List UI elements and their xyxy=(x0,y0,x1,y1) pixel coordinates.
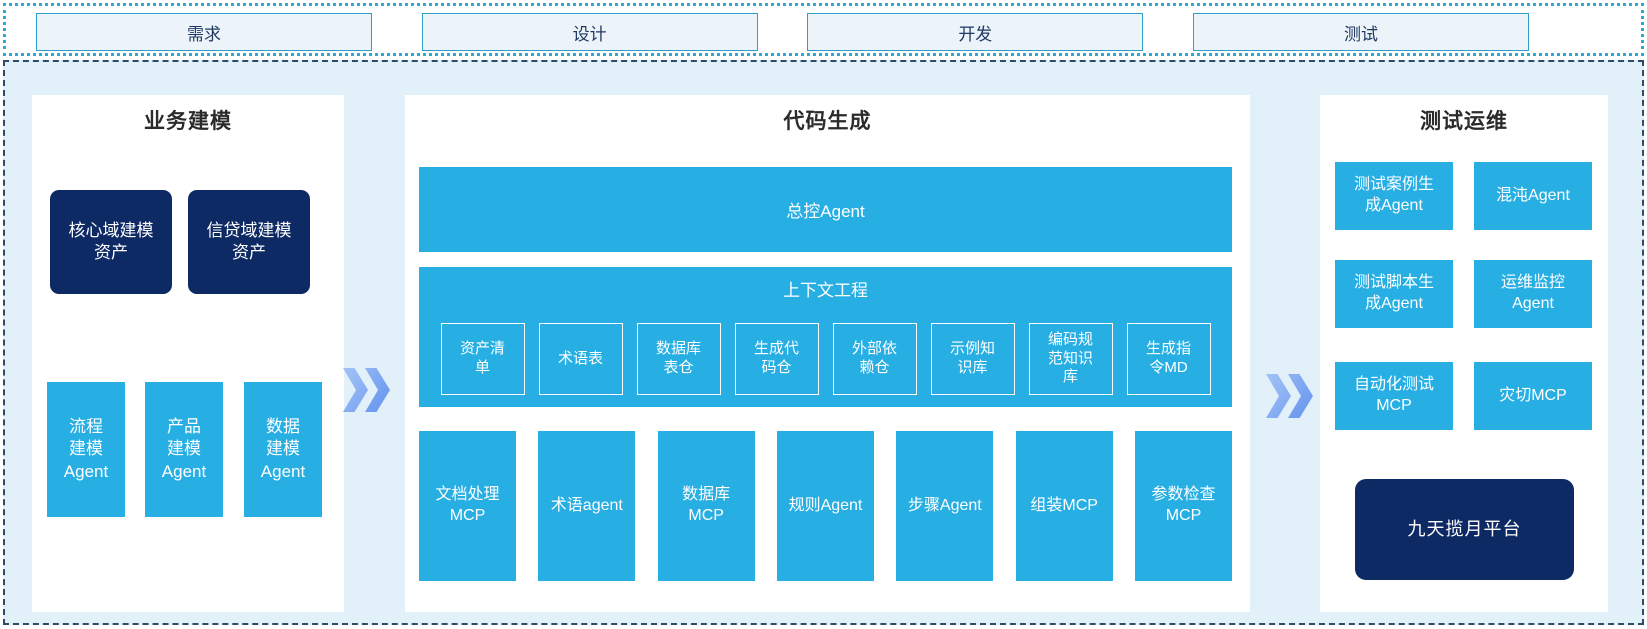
box-chaos-agent: 混沌Agent xyxy=(1474,162,1592,230)
box-credit-domain-modeling-assets: 信贷域建模资产 xyxy=(188,190,310,294)
box-product-modeling-agent: 产品建模Agent xyxy=(145,382,223,517)
chevron-icon xyxy=(1288,374,1313,418)
panel-business-modeling: 业务建模 核心域建模资产 信贷域建模资产 流程建模Agent 产品建模Agent… xyxy=(32,95,344,612)
box-param-check-mcp: 参数检查MCP xyxy=(1134,431,1232,581)
phase-box-testing: 测试 xyxy=(1192,13,1529,51)
box-disaster-switch-mcp: 灾切MCP xyxy=(1474,362,1592,430)
ctx-item-asset-list: 资产清单 xyxy=(440,323,525,395)
box-assembly-mcp: 组装MCP xyxy=(1015,431,1113,581)
business-modeling-title: 业务建模 xyxy=(144,110,232,133)
box-step-agent: 步骤Agent xyxy=(896,431,994,581)
box-database-mcp: 数据库MCP xyxy=(657,431,755,581)
ctx-item-external-deps-repo: 外部依赖仓 xyxy=(832,323,917,395)
box-glossary-agent: 术语agent xyxy=(538,431,636,581)
box-jiutian-lanyue-platform: 九天揽月平台 xyxy=(1355,479,1574,580)
flow-arrow-icon xyxy=(343,368,390,412)
box-core-domain-modeling-assets: 核心域建模资产 xyxy=(50,190,172,294)
context-engineering-row: 资产清单 术语表 数据库表仓 生成代码仓 外部依赖仓 示例知识库 编码规范知识库… xyxy=(419,323,1232,395)
ctx-item-example-knowledge: 示例知识库 xyxy=(930,323,1015,395)
box-test-case-gen-agent: 测试案例生成Agent xyxy=(1335,162,1453,230)
ctx-item-glossary: 术语表 xyxy=(538,323,623,395)
box-test-script-gen-agent: 测试脚本生成Agent xyxy=(1335,260,1453,328)
phase-strip: 需求 设计 开发 测试 xyxy=(3,3,1644,56)
box-master-control-agent: 总控Agent xyxy=(419,167,1232,252)
ctx-item-db-table-repo: 数据库表仓 xyxy=(636,323,721,395)
ctx-item-generation-instr-md: 生成指令MD xyxy=(1126,323,1211,395)
code-generation-title: 代码生成 xyxy=(783,110,872,133)
codegen-tool-row: 文档处理MCP 术语agent 数据库MCP 规则Agent 步骤Agent 组… xyxy=(419,431,1232,581)
panel-test-operations: 测试运维 测试案例生成Agent 混沌Agent 测试脚本生成Agent 运维监… xyxy=(1320,95,1608,612)
test-operations-title: 测试运维 xyxy=(1420,110,1508,133)
ctx-item-coding-standards: 编码规范知识库 xyxy=(1028,323,1113,395)
context-engineering-container: 上下文工程 资产清单 术语表 数据库表仓 生成代码仓 外部依赖仓 示例知识库 编… xyxy=(419,267,1232,407)
main-container: 业务建模 核心域建模资产 信贷域建模资产 流程建模Agent 产品建模Agent… xyxy=(3,60,1644,625)
box-ops-monitoring-agent: 运维监控Agent xyxy=(1474,260,1592,328)
chevron-icon xyxy=(343,368,368,412)
box-rule-agent: 规则Agent xyxy=(776,431,874,581)
phase-row: 需求 设计 开发 测试 xyxy=(36,13,1529,51)
chevron-icon xyxy=(1266,374,1291,418)
phase-box-development: 开发 xyxy=(807,13,1144,51)
flow-arrow-icon xyxy=(1266,374,1313,418)
context-engineering-title: 上下文工程 xyxy=(783,281,868,300)
box-automated-test-mcp: 自动化测试MCP xyxy=(1335,362,1453,430)
box-process-modeling-agent: 流程建模Agent xyxy=(47,382,125,517)
phase-box-design: 设计 xyxy=(421,13,758,51)
ctx-item-generated-code-repo: 生成代码仓 xyxy=(734,323,819,395)
chevron-icon xyxy=(365,368,390,412)
phase-box-requirements: 需求 xyxy=(36,13,372,51)
panel-code-generation: 代码生成 总控Agent 上下文工程 资产清单 术语表 数据库表仓 生成代码仓 … xyxy=(405,95,1250,612)
box-doc-processing-mcp: 文档处理MCP xyxy=(419,431,516,581)
box-data-modeling-agent: 数据建模Agent xyxy=(244,382,322,517)
